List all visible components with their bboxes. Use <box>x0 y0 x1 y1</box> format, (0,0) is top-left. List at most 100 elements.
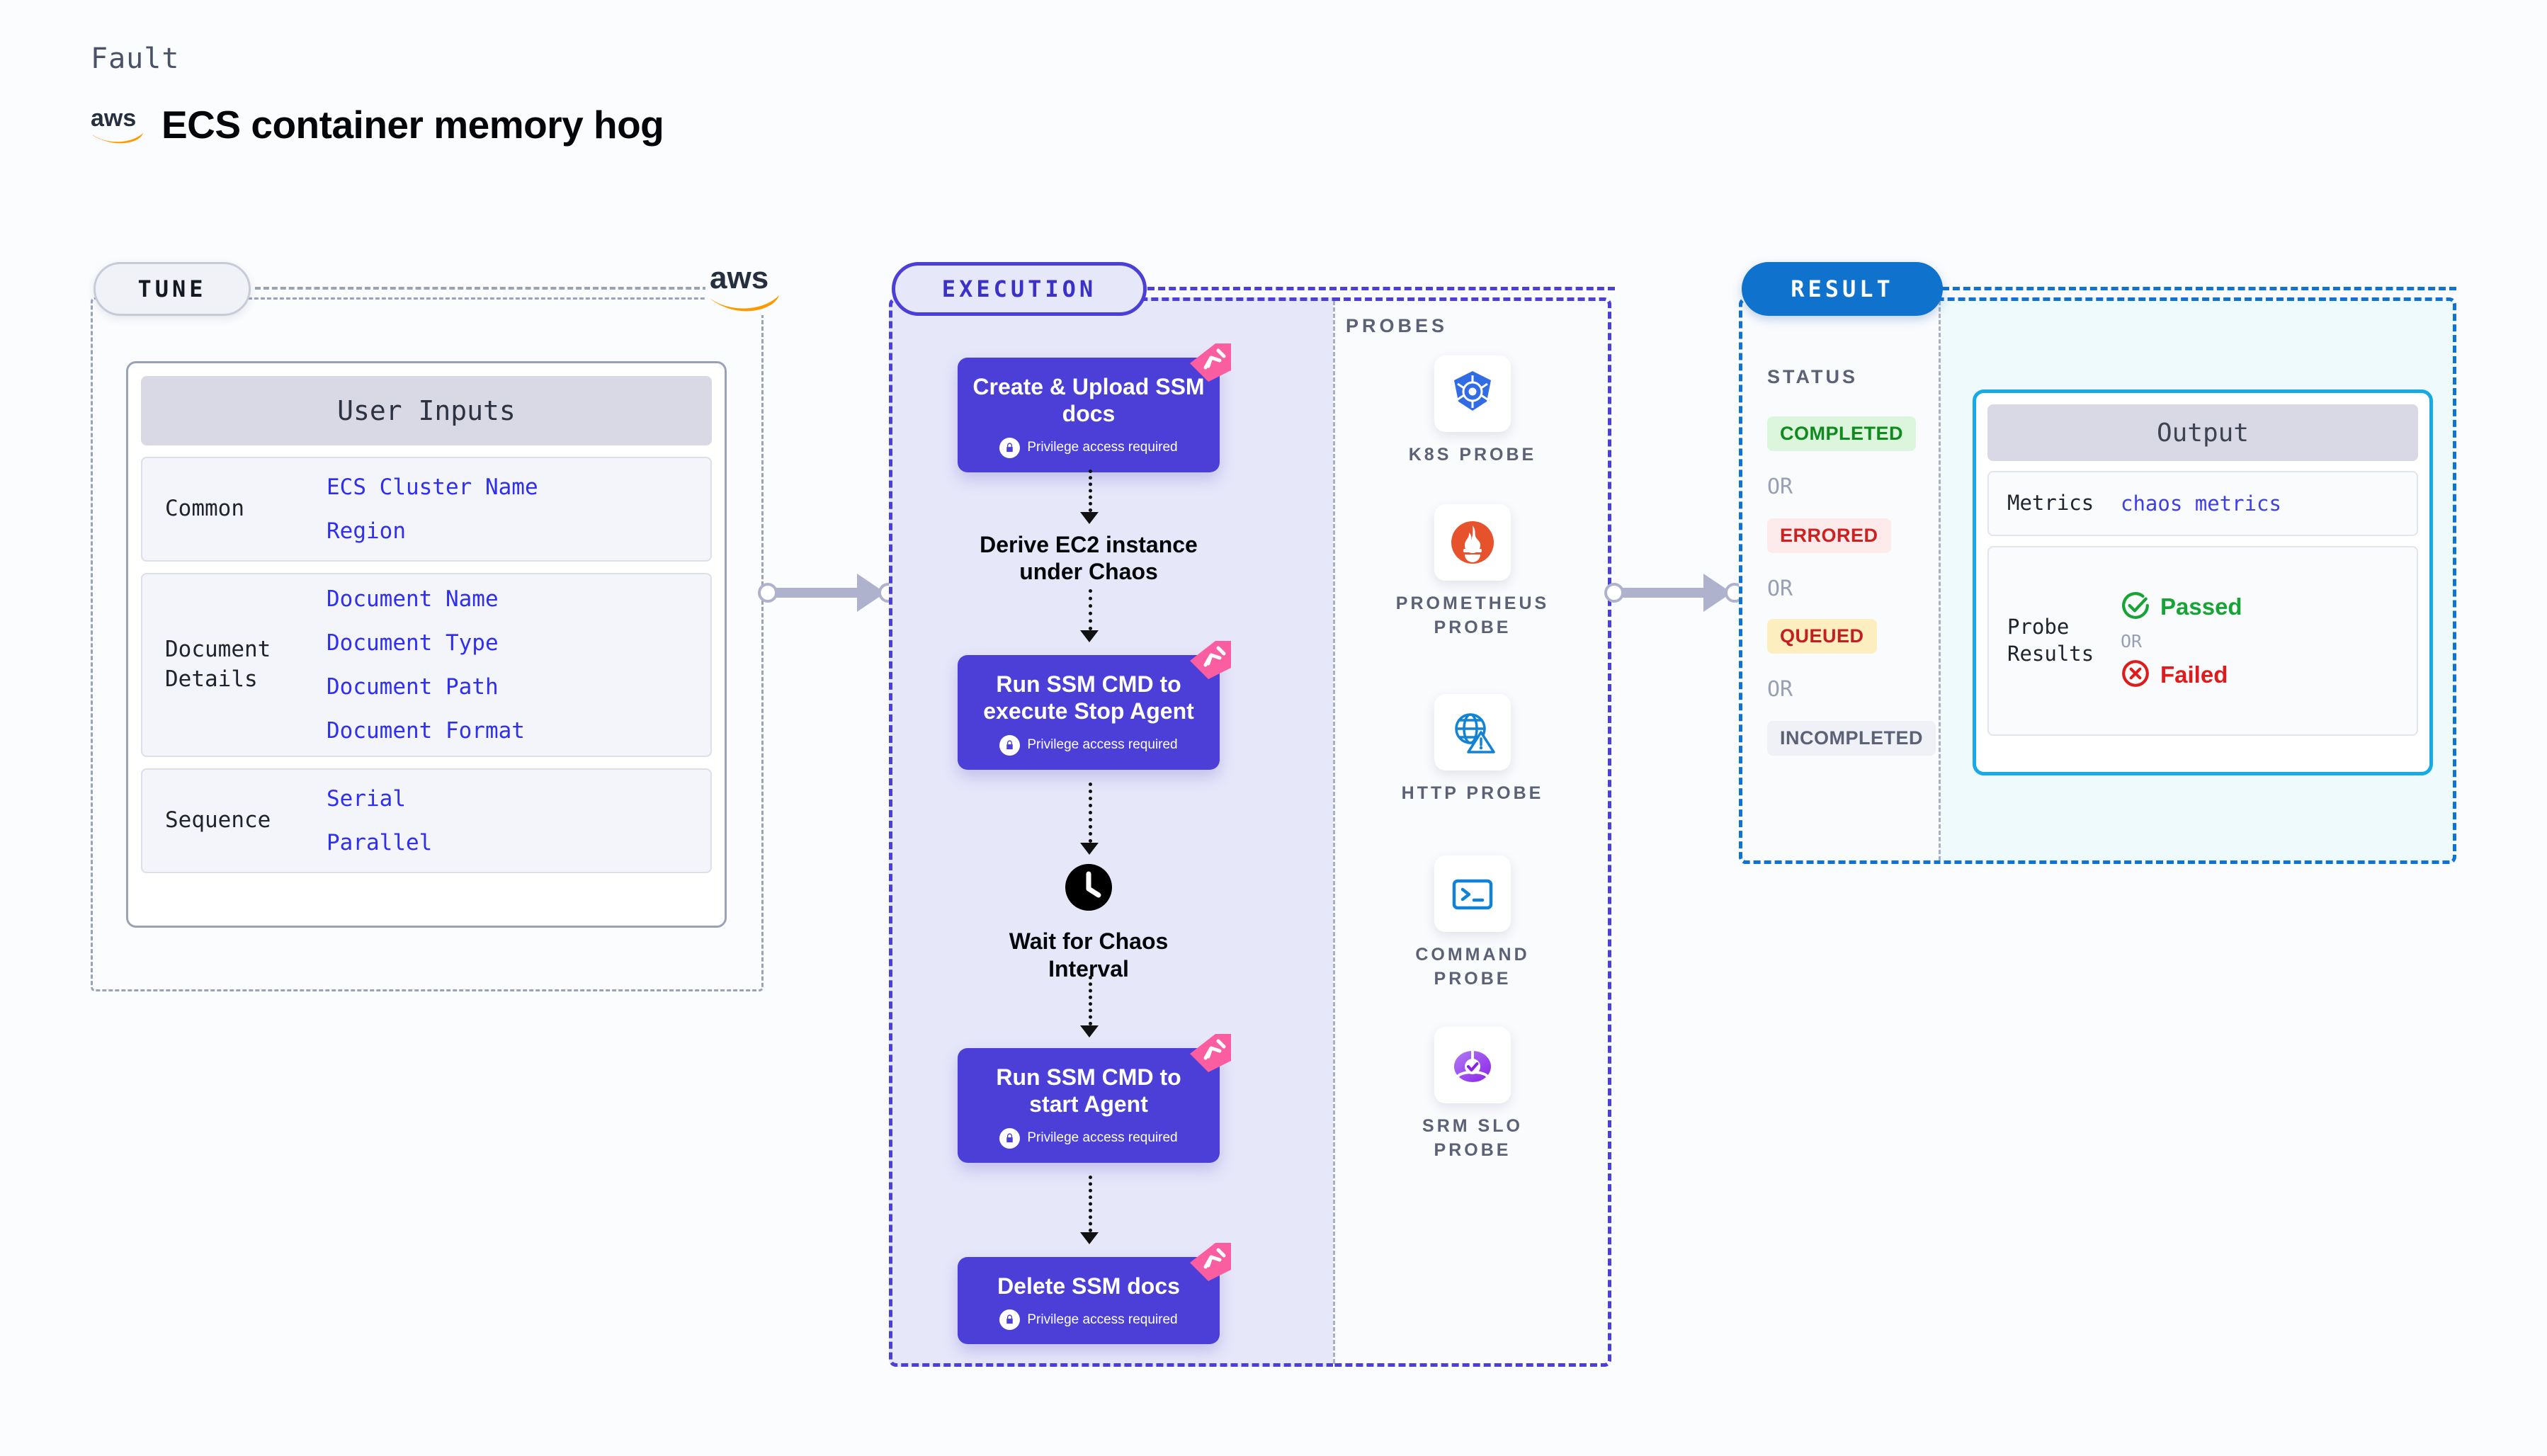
user-inputs-title: User Inputs <box>141 376 712 445</box>
probe-label: K8S PROBE <box>1408 445 1537 465</box>
input-field-parallel[interactable]: Parallel <box>327 830 433 855</box>
svg-text:aws: aws <box>710 261 768 295</box>
input-field-serial[interactable]: Serial <box>327 786 406 812</box>
aws-logo-icon: aws <box>91 105 146 144</box>
probe-k8s[interactable]: K8S PROBE <box>1388 356 1557 467</box>
page-title: ECS container memory hog <box>161 103 664 147</box>
probe-result-passed: Passed <box>2121 591 2242 624</box>
chaos-badge-icon <box>1187 342 1232 383</box>
lock-icon <box>999 1309 1021 1331</box>
result-status-column <box>1739 297 1939 864</box>
tune-connector-line <box>255 287 708 290</box>
lock-icon <box>999 1127 1021 1149</box>
status-badge-queued: QUEUED <box>1767 619 1877 654</box>
step-title: Run SSM CMD to start Agent <box>996 1064 1181 1117</box>
probe-label: HTTP PROBE <box>1401 783 1544 803</box>
execution-step-run-ssm-stop-agent[interactable]: Run SSM CMD to execute Stop Agent Privil… <box>958 641 1231 770</box>
output-group-metrics: Metrics chaos metrics <box>1987 471 2418 536</box>
execution-step-run-ssm-start-agent[interactable]: Run SSM CMD to start Agent Privilege acc… <box>958 1034 1231 1163</box>
probe-http[interactable]: HTTP PROBE <box>1388 694 1557 806</box>
probe-result-or: OR <box>2121 630 2143 652</box>
status-badge-completed: COMPLETED <box>1767 416 1917 451</box>
input-field-region[interactable]: Region <box>327 518 406 544</box>
chaos-badge-icon <box>1187 1033 1232 1074</box>
chaos-badge-icon <box>1187 1241 1232 1282</box>
result-pill[interactable]: RESULT <box>1742 262 1943 316</box>
prometheus-icon <box>1434 504 1511 581</box>
fault-kicker: Fault <box>91 42 180 75</box>
lock-icon <box>999 437 1021 458</box>
step-title: Create & Upload SSM docs <box>972 374 1205 427</box>
arrow-execution-to-result <box>1604 574 1746 612</box>
terminal-icon <box>1434 855 1511 932</box>
step-note-text: Privilege access required <box>1027 737 1178 753</box>
status-or-1: OR <box>1767 474 1793 499</box>
status-badge-incompleted: INCOMPLETED <box>1767 721 1936 756</box>
x-circle-icon <box>2121 659 2150 692</box>
metrics-label: Metrics <box>2007 491 2094 516</box>
check-circle-icon <box>2121 591 2150 624</box>
input-field-document-path[interactable]: Document Path <box>327 674 499 700</box>
page-header: Fault aws ECS container memory hog <box>91 42 664 147</box>
step-note: Privilege access required <box>970 437 1207 458</box>
http-globe-icon <box>1434 694 1511 770</box>
group-label: Sequence <box>165 807 271 834</box>
passed-label: Passed <box>2160 593 2242 620</box>
group-label: Common <box>165 496 244 522</box>
status-badge-errored: ERRORED <box>1767 518 1891 553</box>
status-or-3: OR <box>1767 677 1793 702</box>
probes-subpanel <box>1333 297 1611 1367</box>
step-title: Delete SSM docs <box>997 1273 1180 1299</box>
input-field-document-name[interactable]: Document Name <box>327 586 499 612</box>
input-group-common: Common ECS Cluster Name Region <box>141 457 712 562</box>
output-title: Output <box>1987 404 2418 461</box>
step-note-text: Privilege access required <box>1027 1130 1178 1146</box>
status-or-2: OR <box>1767 576 1793 601</box>
lock-icon <box>999 734 1021 756</box>
user-inputs-card: User Inputs Common ECS Cluster Name Regi… <box>126 361 727 928</box>
failed-label: Failed <box>2160 661 2228 688</box>
step-note-text: Privilege access required <box>1027 440 1178 455</box>
clock-icon <box>958 863 1220 918</box>
result-connector-line <box>1942 287 2456 290</box>
status-divider <box>1939 301 1941 860</box>
chaos-badge-icon <box>1187 639 1232 681</box>
execution-step-create-upload-ssm-docs[interactable]: Create & Upload SSM docs Privilege acces… <box>958 343 1231 472</box>
step-note: Privilege access required <box>970 734 1207 756</box>
arrow-tune-to-execution <box>758 574 900 612</box>
input-field-document-format[interactable]: Document Format <box>327 718 525 744</box>
input-field-document-type[interactable]: Document Type <box>327 630 499 656</box>
step-note: Privilege access required <box>970 1309 1207 1331</box>
probes-title: PROBES <box>1346 315 1448 336</box>
metrics-value[interactable]: chaos metrics <box>2121 491 2281 516</box>
tune-pill[interactable]: TUNE <box>93 262 251 316</box>
step-title: Run SSM CMD to execute Stop Agent <box>983 671 1194 724</box>
execution-connector-line <box>1147 287 1615 290</box>
execution-pill[interactable]: EXECUTION <box>892 262 1147 316</box>
step-note: Privilege access required <box>970 1127 1207 1149</box>
input-field-ecs-cluster-name[interactable]: ECS Cluster Name <box>327 474 538 500</box>
probes-divider <box>1333 301 1335 1363</box>
aws-logo-icon-tune: aws <box>705 257 782 315</box>
srm-slo-icon <box>1434 1027 1511 1103</box>
status-title: STATUS <box>1767 366 1858 387</box>
probe-result-failed: Failed <box>2121 659 2242 692</box>
svg-text:aws: aws <box>91 105 136 132</box>
execution-step-delete-ssm-docs[interactable]: Delete SSM docs Privilege access require… <box>958 1243 1231 1345</box>
step-note-text: Privilege access required <box>1027 1312 1178 1327</box>
kubernetes-icon <box>1434 356 1511 432</box>
